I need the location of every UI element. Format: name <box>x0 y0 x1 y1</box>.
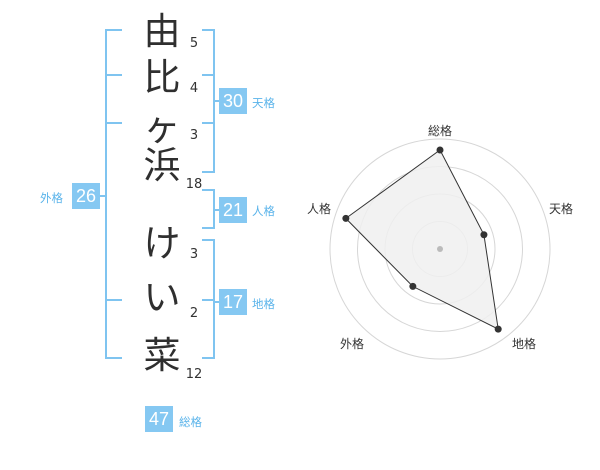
radar-point-4 <box>409 282 417 290</box>
stroke-count-3: 3 <box>189 128 199 143</box>
tenkaku-label: 天格 <box>252 96 275 110</box>
stroke-count-6: 2 <box>189 306 199 321</box>
name-char-6: い <box>143 275 181 319</box>
radar-ring-1 <box>329 138 551 360</box>
name-char-1: 由 <box>143 9 181 53</box>
gaikaku-label: 外格 <box>40 191 63 205</box>
stroke-count-4: 18 <box>185 177 203 192</box>
radar-point-1 <box>436 146 444 154</box>
name-char-4: 浜 <box>143 143 181 187</box>
gaikaku-value: 26 <box>72 183 100 209</box>
radar-point-3 <box>494 325 502 333</box>
stroke-count-2: 4 <box>189 81 199 96</box>
radar-polygon <box>345 149 499 330</box>
radar-axis-jinkaku: 人格 <box>306 202 331 216</box>
name-char-7: 菜 <box>143 333 181 377</box>
chikaku-value: 17 <box>219 289 247 315</box>
stroke-count-5: 3 <box>189 247 199 262</box>
tenkaku-value: 30 <box>219 88 247 114</box>
chikaku-label: 地格 <box>252 297 275 311</box>
jinkaku-value: 21 <box>219 197 247 223</box>
name-char-2: 比 <box>143 55 181 99</box>
stroke-count-7: 12 <box>185 367 203 382</box>
radar-center-dot <box>437 246 443 252</box>
radar-axis-soukaku: 総格 <box>427 124 452 138</box>
radar-axis-chikaku: 地格 <box>511 337 536 351</box>
soukaku-label: 総格 <box>179 415 202 429</box>
name-char-5: け <box>143 221 181 265</box>
radar-axis-tenkaku: 天格 <box>548 202 573 216</box>
radar-axis-gaikaku: 外格 <box>339 337 364 351</box>
stroke-count-1: 5 <box>189 36 199 51</box>
name-char-3: ヶ <box>143 105 181 149</box>
jinkaku-label: 人格 <box>252 204 275 218</box>
radar-point-2 <box>480 231 488 239</box>
soukaku-value: 47 <box>145 406 173 432</box>
radar-point-5 <box>342 214 350 222</box>
